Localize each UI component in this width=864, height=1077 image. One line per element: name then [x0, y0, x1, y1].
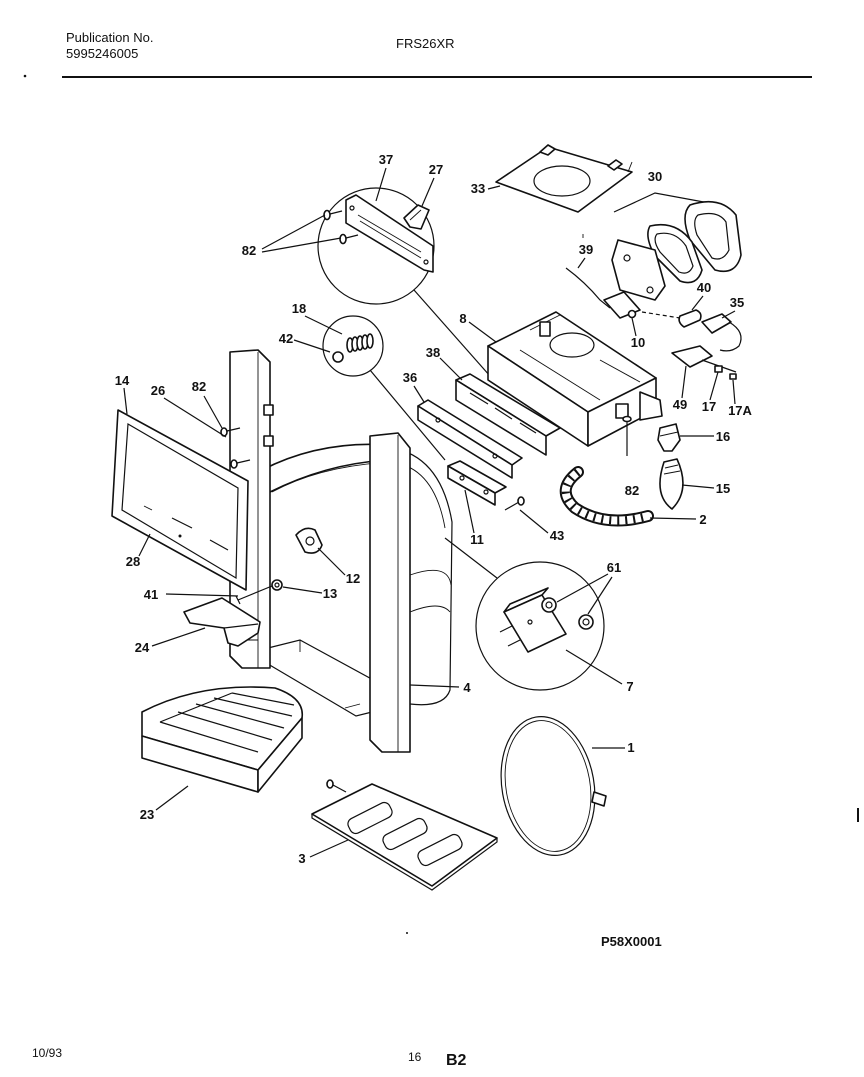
- part-13-washer: [271, 579, 283, 591]
- publication-label: Publication No.: [66, 30, 153, 45]
- part-3-heater-plate: [311, 779, 498, 891]
- footer-date: 10/93: [32, 1046, 62, 1060]
- callout-label: 42: [279, 331, 293, 346]
- spring-connector-line: [369, 369, 446, 461]
- callout-label: 17: [702, 399, 716, 414]
- part-35-socket-wire: [701, 313, 742, 352]
- callout-label: 82: [242, 243, 256, 258]
- callout-label: 7: [626, 679, 633, 694]
- model-number: FRS26XR: [396, 36, 455, 51]
- part-61-washer-b: [578, 614, 594, 630]
- callout-label: 14: [115, 373, 130, 388]
- callout-label: 82: [625, 483, 639, 498]
- callout-label: 16: [716, 429, 730, 444]
- callout-label: 12: [346, 571, 360, 586]
- part-38-front-panel: [455, 373, 561, 456]
- callout-label: 35: [730, 295, 744, 310]
- detail-circle-bracket: [317, 187, 491, 377]
- callout-label: 49: [673, 397, 687, 412]
- part-26-screw: [220, 427, 241, 437]
- part-27-clip: [403, 204, 430, 230]
- callout-label: 17A: [728, 403, 752, 418]
- part-7-micro-switch: [499, 587, 567, 653]
- part-33-cover-plate: [495, 144, 633, 213]
- callout-label: 37: [379, 152, 393, 167]
- callout-label: 27: [429, 162, 443, 177]
- part-30-gasket-assembly: [611, 192, 742, 301]
- callout-label: 24: [135, 640, 150, 655]
- stray-mark: [23, 74, 27, 78]
- part-82-screw-upper: [323, 209, 343, 221]
- part-10-switch: [603, 291, 681, 319]
- part-42-ball: [332, 351, 344, 363]
- publication-number: 5995246005: [66, 46, 138, 61]
- callout-label: 30: [648, 169, 662, 184]
- stray-mark: [406, 932, 408, 934]
- part-1-gasket-ring: [500, 716, 607, 856]
- callout-labels: 37 27 33 30 82 39 40 35 18 8 42 10 38 14…: [115, 152, 753, 866]
- footer-page-number: 16: [408, 1050, 422, 1064]
- callout-label: 43: [550, 528, 564, 543]
- part-23-drip-tray: [141, 686, 304, 793]
- callout-label: 36: [403, 370, 417, 385]
- callout-label: 82: [192, 379, 206, 394]
- part-61-washer-a: [541, 597, 557, 613]
- part-39-wire: [565, 234, 611, 309]
- switch-connector-line: [444, 537, 498, 579]
- part-11-switch-bracket: [447, 460, 507, 506]
- page-header: Publication No. 5995246005 FRS26XR: [23, 30, 812, 78]
- part-16-lamp-socket: [657, 423, 681, 452]
- part-15-light-bulb: [659, 458, 684, 510]
- part-49-harness: [671, 345, 737, 380]
- part-3-screw: [326, 779, 347, 793]
- part-right-side-rail: [369, 432, 411, 753]
- part-2-tube: [559, 466, 654, 527]
- callout-label: 11: [470, 532, 484, 547]
- callout-label: 23: [140, 807, 154, 822]
- part-14-dispenser-frame: [111, 409, 249, 591]
- page-footer: 10/93 16 B2: [32, 1046, 467, 1069]
- callout-label: 38: [426, 345, 440, 360]
- part-82-screw-right: [622, 415, 632, 456]
- callout-label: 40: [697, 280, 711, 295]
- footer-section: B2: [446, 1052, 467, 1069]
- callout-label: 1: [627, 740, 634, 755]
- callout-label: 33: [471, 181, 485, 196]
- callout-label: 10: [631, 335, 645, 350]
- detail-connector-line: [413, 289, 491, 377]
- part-24-actuator-paddle: [183, 597, 261, 647]
- leader-lines: [123, 167, 736, 858]
- callout-label: 18: [292, 301, 306, 316]
- part-left-side-rail: [229, 349, 274, 669]
- part-40-bulb-holder: [678, 309, 702, 328]
- callout-label: 39: [579, 242, 593, 257]
- callout-label: 61: [607, 560, 621, 575]
- part-12-clip: [295, 527, 323, 554]
- part-41-screw: [235, 585, 273, 605]
- callout-label: 41: [144, 587, 158, 602]
- callout-label: 3: [298, 851, 305, 866]
- callout-label: 8: [459, 311, 466, 326]
- detail-circle-switch: [444, 537, 605, 691]
- callout-label: 4: [463, 680, 471, 695]
- callout-label: 13: [323, 586, 337, 601]
- callout-label: 26: [151, 383, 165, 398]
- detail-circle-spring: [322, 315, 446, 461]
- part-36-mounting-plate: [417, 399, 523, 479]
- part-8-housing: [487, 311, 663, 447]
- callout-label: 15: [716, 481, 730, 496]
- part-82-screw-frame: [230, 459, 251, 469]
- diagram-id: P58X0001: [601, 934, 662, 949]
- callout-label: 2: [699, 512, 706, 527]
- part-18-spring: [346, 333, 374, 353]
- part-82-screw-lower: [339, 233, 359, 245]
- part-43-screw: [504, 496, 525, 511]
- callout-label: 28: [126, 554, 140, 569]
